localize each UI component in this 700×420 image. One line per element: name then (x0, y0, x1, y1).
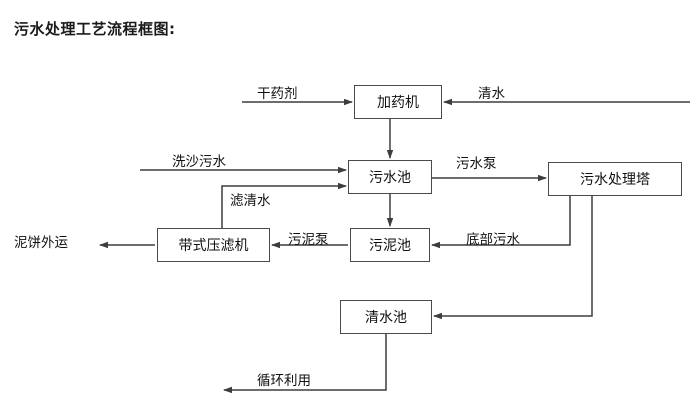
edge-label-bottom-sewage: 底部污水 (466, 232, 520, 248)
edge-label-filtered-water: 滤清水 (230, 193, 271, 209)
wire-clear-water-pool-recycle (223, 334, 387, 394)
node-label: 污泥池 (369, 238, 411, 254)
wire-bottom-sewage-to-sludge-pool (431, 196, 571, 249)
node-label: 污水处理塔 (580, 172, 650, 188)
node-label: 清水池 (365, 310, 407, 326)
edge-label-sand-wash-sewage: 洗沙污水 (172, 154, 226, 170)
wire-tower-to-clear-water-pool (433, 196, 593, 320)
edge-label-dry-chemical: 干药剂 (257, 86, 298, 102)
node-treatment-tower[interactable]: 污水处理塔 (548, 162, 682, 196)
node-label: 污水池 (369, 170, 411, 186)
node-sludge-pool[interactable]: 污泥池 (350, 228, 430, 262)
node-belt-filter-press[interactable]: 带式压滤机 (157, 228, 270, 262)
page-title: 污水处理工艺流程框图: (14, 20, 176, 38)
edge-label-sludge-pump: 污泥泵 (288, 232, 329, 248)
edge-label-sewage-pump: 污水泵 (456, 156, 497, 172)
node-label: 加药机 (377, 95, 419, 111)
edge-label-clean-water: 清水 (478, 86, 505, 102)
node-label: 带式压滤机 (178, 238, 249, 254)
node-wastewater-pool[interactable]: 污水池 (348, 160, 432, 194)
edge-label-recycle-reuse: 循环利用 (257, 373, 311, 389)
node-dosing-machine[interactable]: 加药机 (354, 85, 442, 119)
terminal-label-mud-cake-out: 泥饼外运 (14, 235, 68, 251)
node-clear-water-pool[interactable]: 清水池 (340, 300, 432, 334)
wire-filtered-water-to-wastewater-pool (221, 182, 347, 228)
